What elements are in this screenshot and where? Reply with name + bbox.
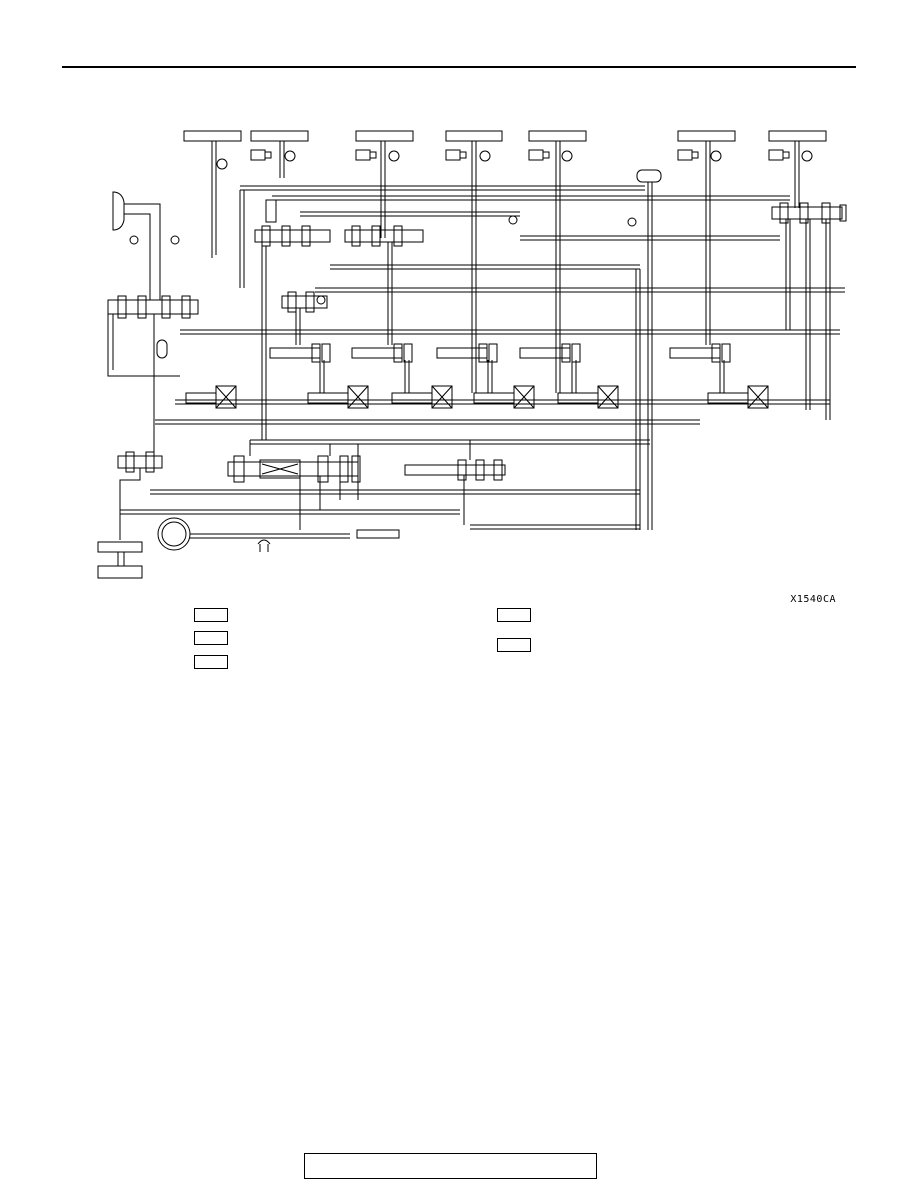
main-pipes (120, 185, 845, 530)
label-box-6 (677, 130, 736, 142)
pressure-control-valves (269, 343, 731, 363)
label-box-7 (768, 130, 827, 142)
label-box-5 (528, 130, 587, 142)
label-box-4 (445, 130, 503, 142)
check-valve (257, 539, 271, 552)
label-box-1 (183, 130, 242, 142)
label-box-2 (250, 130, 309, 142)
legend-swatch-4 (497, 608, 531, 622)
figure-code: X1540CA (790, 594, 836, 605)
legend-swatch-2 (194, 631, 228, 645)
piston-row (216, 149, 813, 183)
oil-strainer (97, 541, 143, 553)
piston-3 (445, 149, 491, 162)
label-box-3 (355, 130, 414, 142)
header-rule (62, 66, 856, 68)
gauge-circle-2 (129, 235, 139, 245)
gauge-circle-3 (170, 235, 180, 245)
footer-box (304, 1153, 597, 1179)
top-label-boxes (183, 130, 827, 142)
legend-swatch-3 (194, 655, 228, 669)
piston-2 (355, 149, 400, 162)
gauge-circle-1 (216, 158, 228, 170)
legend-swatch-1 (194, 608, 228, 622)
piston-6 (768, 149, 813, 162)
accumulator (112, 191, 125, 231)
solenoid-valves (185, 385, 769, 409)
ball-check-valves (316, 215, 637, 305)
oil-pump (157, 517, 191, 551)
feed-lines (211, 141, 800, 530)
twin-valve (636, 169, 662, 183)
piston-4 (528, 149, 573, 162)
legend-swatch-5 (497, 638, 531, 652)
piston-5 (677, 149, 722, 162)
piston-1 (250, 149, 296, 162)
left-side-components (97, 191, 400, 579)
orifice-plate (356, 529, 400, 539)
valve-connections (239, 190, 831, 530)
lower-valves (227, 440, 506, 530)
upper-valve-bodies (254, 199, 847, 313)
hydraulic-circuit-diagram (97, 130, 847, 579)
